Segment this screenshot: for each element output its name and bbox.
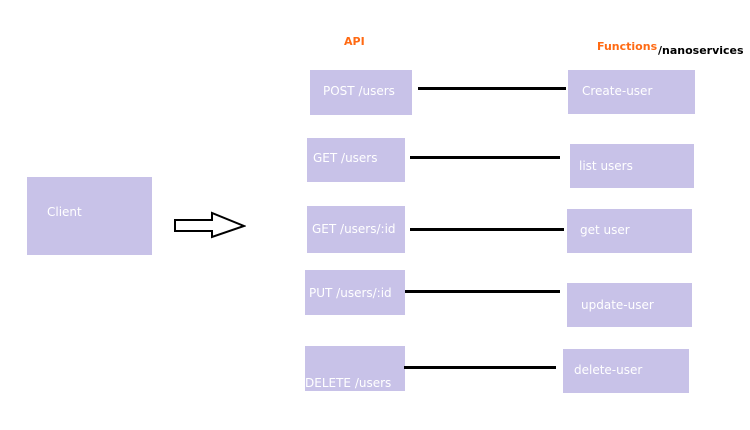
api-route-box: PUT /users/:id (305, 270, 405, 315)
connector-line (410, 228, 564, 231)
api-header: API (344, 35, 365, 48)
connector-line (404, 366, 556, 369)
api-route-label: PUT /users/:id (309, 286, 392, 300)
api-route-label: GET /users (313, 151, 378, 165)
api-route-box: GET /users/:id (307, 206, 405, 253)
api-route-label: GET /users/:id (312, 222, 396, 236)
function-label: delete-user (574, 363, 643, 377)
connector-line (410, 156, 560, 159)
function-label: list users (579, 159, 633, 173)
client-box: Client (27, 177, 152, 255)
function-box: list users (570, 144, 694, 188)
api-route-label: POST /users (323, 84, 395, 98)
function-box: get user (567, 209, 692, 253)
function-label: Create-user (582, 84, 653, 98)
client-label: Client (47, 205, 82, 219)
api-route-box: GET /users (307, 138, 405, 182)
connector-line (405, 290, 560, 293)
function-box: Create-user (568, 70, 695, 114)
api-route-box: DELETE /users /:id (305, 346, 405, 405)
nanoservices-header: /nanoservices (658, 44, 744, 57)
connector-line (418, 87, 566, 90)
function-label: update-user (581, 298, 654, 312)
function-box: update-user (567, 283, 692, 327)
function-box: delete-user (563, 349, 689, 393)
api-route-label: DELETE /users /:id (305, 376, 392, 405)
api-route-box: POST /users (310, 70, 412, 115)
functions-header: Functions (597, 40, 658, 53)
right-arrow-icon (174, 211, 246, 239)
function-label: get user (580, 223, 630, 237)
